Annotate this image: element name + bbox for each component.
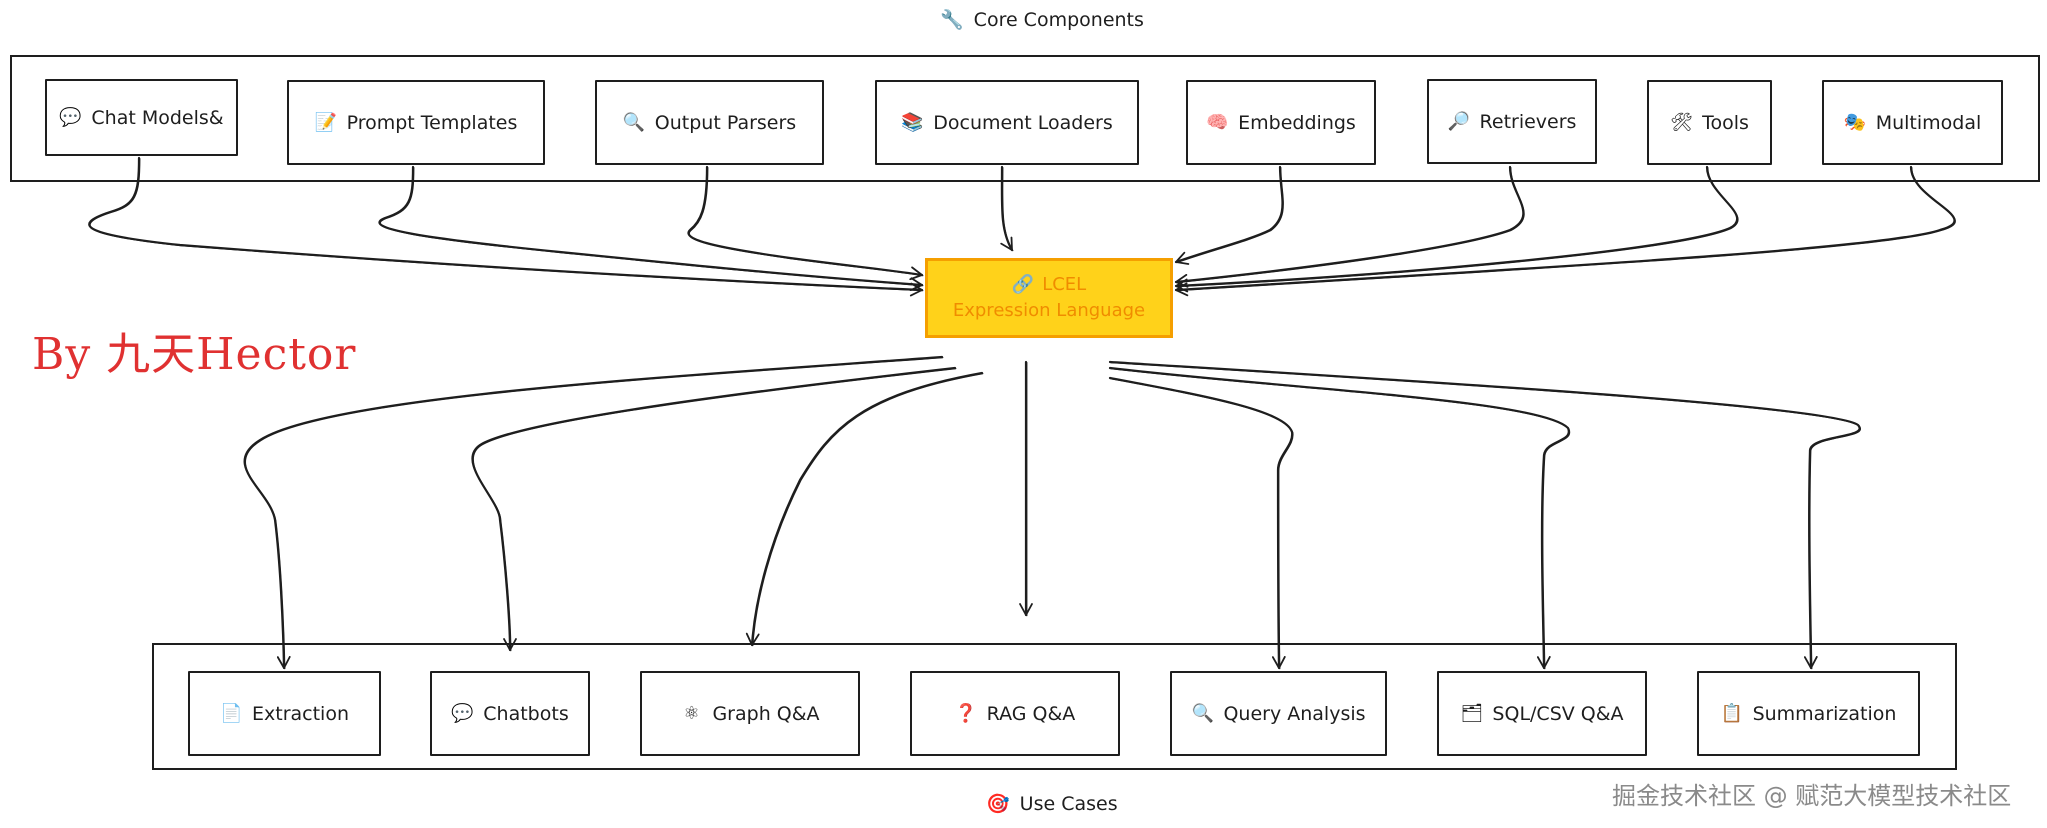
author-label: By 九天Hector (32, 329, 357, 380)
inbound-arrow-8-sketch (1176, 167, 1956, 292)
use-case-node-label: SQL/CSV Q&A (1492, 702, 1624, 725)
outbound-arrow-2-sketch (472, 368, 957, 652)
inbound-arrow-8 (1174, 165, 1956, 297)
inbound-arrow-1-sketch (89, 158, 924, 292)
books-icon: 📚 (901, 111, 924, 133)
folder-icon: 🗂 (1460, 702, 1484, 724)
use-case-node-label: Summarization (1752, 702, 1897, 725)
chain-link-icon: 🔗 (1011, 274, 1035, 295)
core-node-retrievers[interactable]: 🔎 Retrievers (1427, 79, 1597, 164)
lcel-subtitle: Expression Language (952, 300, 1146, 321)
inbound-arrow-4-sketch (1002, 167, 1014, 252)
use-case-node-label: Graph Q&A (712, 702, 820, 725)
outbound-arrows (243, 355, 1862, 670)
use-case-node-graph-qanda[interactable]: ⚛ Graph Q&A (640, 671, 860, 756)
core-node-label: Embeddings (1238, 111, 1356, 134)
use-case-node-label: Chatbots (483, 702, 569, 725)
core-node-label: Retrievers (1479, 110, 1577, 133)
magnifier-icon: 🔍 (622, 111, 646, 133)
outbound-arrow-6 (1108, 366, 1570, 670)
atom-icon: ⚛ (683, 702, 700, 724)
outbound-arrow-3 (745, 371, 984, 647)
wrench-icon: 🔧 (940, 9, 964, 31)
speech-bubble-icon: 💬 (451, 702, 474, 724)
core-node-label: Prompt Templates (346, 111, 518, 134)
inbound-arrow-2-sketch (379, 167, 924, 287)
core-node-label: Multimodal (1875, 111, 1982, 134)
use-case-node-summarization[interactable]: 📋 Summarization (1697, 671, 1920, 756)
question-mark-icon: ❓ (954, 702, 978, 724)
use-case-node-rag-qanda[interactable]: ❓ RAG Q&A (910, 671, 1120, 756)
core-node-chat-modelsand[interactable]: 💬 Chat Models& (45, 79, 238, 156)
outbound-arrow-3-sketch (752, 373, 984, 647)
inbound-arrow-6-sketch (1176, 167, 1525, 284)
core-node-prompt-templates[interactable]: 📝 Prompt Templates (287, 80, 545, 165)
outbound-arrow-1-sketch (244, 357, 944, 670)
core-node-embeddings[interactable]: 🧠 Embeddings (1186, 80, 1376, 165)
inbound-arrow-3 (687, 165, 924, 281)
use-case-node-query-analysis[interactable]: 🔍 Query Analysis (1170, 671, 1387, 756)
core-components-title: 🔧 Core Components (940, 8, 1144, 32)
use-case-node-label: RAG Q&A (986, 702, 1076, 725)
outbound-arrow-5-sketch (1110, 378, 1294, 670)
document-icon: 📄 (220, 702, 243, 724)
theater-masks-icon: 🎭 (1843, 111, 1867, 133)
use-case-node-label: Extraction (252, 702, 349, 725)
inbound-arrow-7-sketch (1176, 167, 1739, 288)
clipboard-icon: 📋 (1720, 702, 1743, 724)
lcel-node[interactable]: 🔗 LCEL Expression Language (925, 258, 1173, 338)
use-case-node-extraction[interactable]: 📄 Extraction (188, 671, 381, 756)
core-components-title-label: Core Components (973, 8, 1144, 31)
core-node-tools[interactable]: 🛠 Tools (1647, 80, 1772, 165)
core-node-output-parsers[interactable]: 🔍 Output Parsers (595, 80, 824, 165)
inbound-arrow-3-sketch (688, 167, 924, 277)
lcel-title: LCEL (1042, 274, 1087, 295)
hammer-wrench-icon: 🛠 (1670, 111, 1693, 133)
target-icon: 🎯 (986, 793, 1010, 815)
core-node-label: Output Parsers (654, 111, 797, 134)
use-case-node-label: Query Analysis (1223, 702, 1366, 725)
core-node-label: Document Loaders (933, 111, 1113, 134)
outbound-arrow-1 (243, 355, 944, 670)
use-case-node-sql-csv-qanda[interactable]: 🗂 SQL/CSV Q&A (1437, 671, 1647, 756)
speech-bubble-icon: 💬 (59, 106, 82, 128)
magnifier-right-icon: 🔎 (1447, 110, 1470, 132)
memo-icon: 📝 (314, 111, 338, 133)
use-cases-title-label: Use Cases (1019, 792, 1118, 815)
core-node-document-loaders[interactable]: 📚 Document Loaders (875, 80, 1139, 165)
core-node-multimodal[interactable]: 🎭 Multimodal (1822, 80, 2003, 165)
brain-icon: 🧠 (1206, 111, 1229, 133)
use-cases-frame (152, 643, 1957, 770)
core-components-frame (10, 55, 2040, 182)
core-node-label: Chat Models& (91, 106, 224, 129)
inbound-arrow-5-sketch (1176, 167, 1284, 264)
watermark: 掘金技术社区 @ 赋范大模型技术社区 (1612, 782, 2012, 810)
use-case-node-chatbots[interactable]: 💬 Chatbots (430, 671, 590, 756)
outbound-arrow-2 (471, 366, 957, 652)
inbound-arrows (88, 156, 1956, 297)
outbound-arrow-5 (1108, 376, 1294, 670)
outbound-arrow-7-sketch (1110, 362, 1862, 670)
inbound-arrow-2 (378, 165, 924, 292)
magnifier-icon: 🔍 (1191, 702, 1214, 724)
inbound-arrow-5 (1174, 165, 1284, 265)
outbound-arrow-6-sketch (1110, 368, 1571, 670)
use-cases-title: 🎯 Use Cases (986, 792, 1118, 816)
core-node-label: Tools (1702, 111, 1749, 134)
